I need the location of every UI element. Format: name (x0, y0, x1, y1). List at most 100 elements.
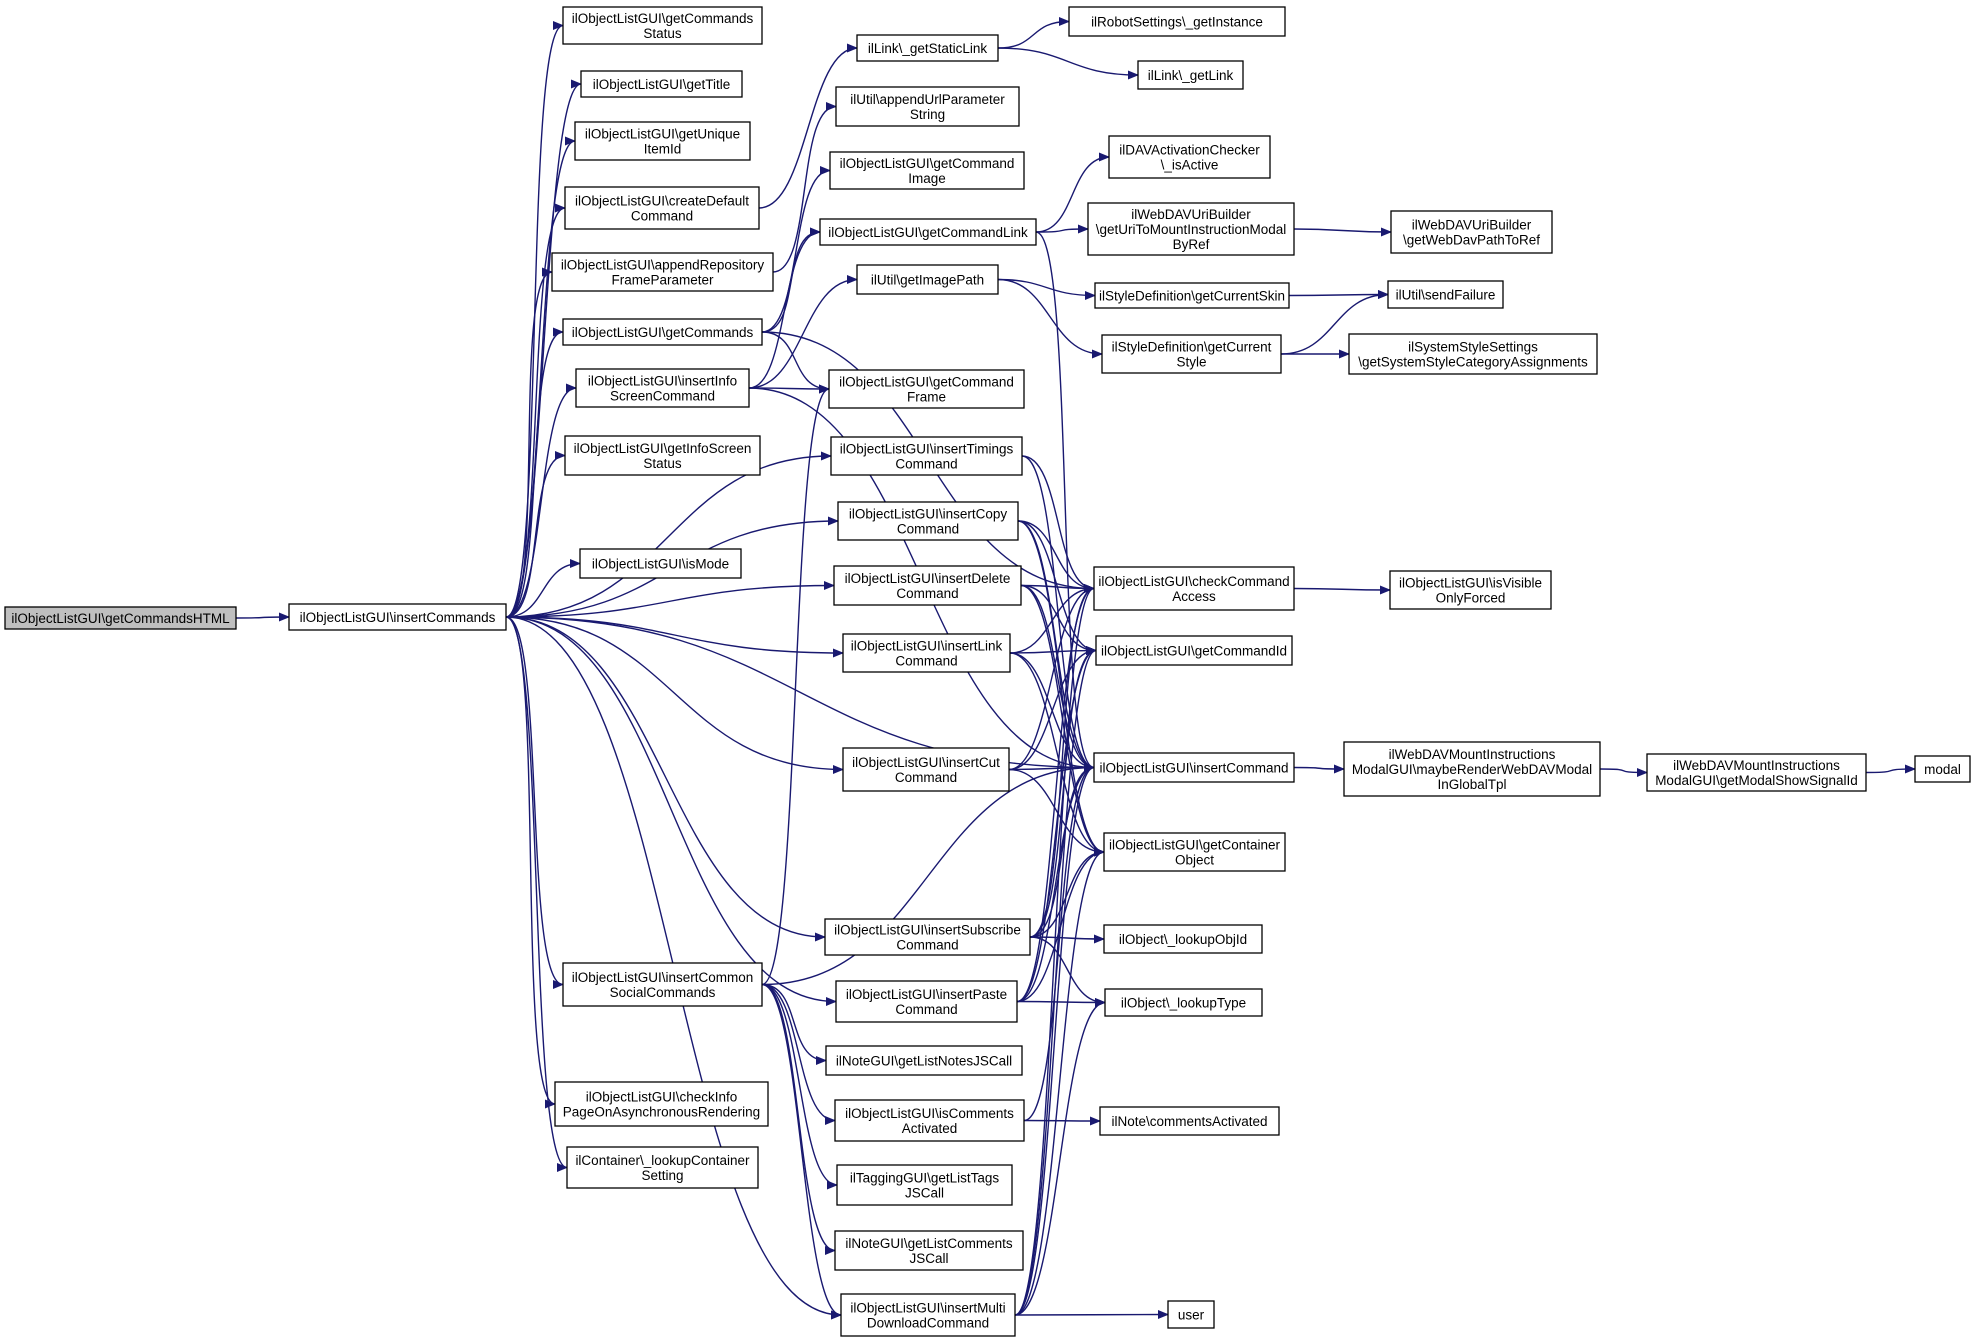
edge-ic-to-cip (505, 616, 557, 1109)
node-box-root (4, 606, 237, 630)
edge-wdub-to-wdpr (1293, 227, 1393, 237)
node-loi[interactable]: ilObject\_lookupObjId (1103, 924, 1263, 954)
node-lgl[interactable]: ilLink\_getLink (1137, 60, 1244, 90)
node-label-gcf-1: Frame (907, 390, 946, 405)
edge-gcl-to-icmd (1035, 231, 1096, 772)
node-icmd[interactable]: ilObjectListGUI\insertCommand (1093, 752, 1295, 783)
node-label-vof-1: OnlyForced (1436, 591, 1506, 606)
node-wdpr[interactable]: ilWebDAVUriBuilder\getWebDavPathToRef (1390, 210, 1553, 254)
edge-imd-to-gco (1014, 847, 1106, 1316)
node-arfp[interactable]: ilObjectListGUI\appendRepositoryFramePar… (551, 252, 774, 292)
edge-ipc-to-gcid (1016, 646, 1098, 1003)
node-label-sdcst-0: ilStyleDefinition\getCurrent (1112, 340, 1272, 355)
node-dav[interactable]: ilDAVActivationChecker\_isActive (1108, 135, 1271, 179)
node-imd[interactable]: ilObjectListGUI\insertMultiDownloadComma… (840, 1293, 1016, 1337)
node-label-wdpr-0: ilWebDAVUriBuilder (1412, 218, 1532, 233)
node-label-icsc-0: ilObjectListGUI\insertCommon (572, 970, 754, 985)
node-box-gc (562, 318, 763, 346)
node-nca[interactable]: ilNote\commentsActivated (1099, 1106, 1280, 1136)
node-label-ipc-0: ilObjectListGUI\insertPaste (846, 987, 1007, 1002)
node-root[interactable]: ilObjectListGUI\getCommandsHTML (4, 606, 237, 630)
node-label-cdc-0: ilObjectListGUI\createDefault (575, 194, 749, 209)
edge-wms-to-modal (1865, 764, 1917, 774)
node-label-wdub-1: \getUriToMountInstructionModal (1096, 222, 1287, 237)
node-label-gcid-0: ilObjectListGUI\getCommandId (1101, 644, 1287, 659)
node-lt[interactable]: ilObject\_lookupType (1104, 988, 1263, 1017)
node-sdcs[interactable]: ilStyleDefinition\getCurrentSkin (1094, 282, 1290, 309)
node-modal[interactable]: modal (1914, 755, 1971, 783)
edge-ic-to-gt (505, 79, 583, 618)
edge-arfp-to-uaup (772, 102, 838, 273)
node-box-sdcst (1101, 334, 1282, 374)
node-label-gco-1: Object (1175, 853, 1214, 868)
edge-ic-to-isc (505, 616, 827, 942)
node-ic[interactable]: ilObjectListGUI\insertCommands (288, 603, 507, 631)
node-gcid[interactable]: ilObjectListGUI\getCommandId (1095, 635, 1293, 666)
node-box-wms (1646, 753, 1867, 792)
node-user[interactable]: user (1167, 1300, 1215, 1329)
node-box-usf (1387, 280, 1504, 309)
node-label-icc-0: ilObjectListGUI\insertCopy (849, 507, 1008, 522)
node-box-wdpr (1390, 210, 1553, 254)
edge-icut-to-gco (1008, 768, 1106, 857)
node-label-ugip-0: ilUtil\getImagePath (871, 273, 984, 288)
node-wms[interactable]: ilWebDAVMountInstructionsModalGUI\getMod… (1646, 753, 1867, 792)
node-box-cip (554, 1081, 769, 1127)
node-gcl[interactable]: ilObjectListGUI\getCommandLink (819, 218, 1037, 246)
node-label-isc-0: ilObjectListGUI\insertSubscribe (834, 923, 1021, 938)
node-label-idc-0: ilObjectListGUI\insertDelete (845, 571, 1011, 586)
node-gc[interactable]: ilObjectListGUI\getCommands (562, 318, 763, 346)
node-label-gcf-0: ilObjectListGUI\getCommand (839, 375, 1014, 390)
node-label-sss-0: ilSystemStyleSettings (1408, 340, 1538, 355)
edge-root-to-ic (235, 612, 291, 622)
node-label-gci-1: Image (908, 171, 946, 186)
node-label-lt-0: ilObject\_lookupType (1121, 996, 1246, 1011)
edge-ic-to-ipc (505, 616, 838, 1006)
node-wdub[interactable]: ilWebDAVUriBuilder\getUriToMountInstruct… (1087, 202, 1295, 256)
node-sss[interactable]: ilSystemStyleSettings\getSystemStyleCate… (1348, 333, 1598, 375)
node-icsc[interactable]: ilObjectListGUI\insertCommonSocialComman… (562, 962, 763, 1007)
node-nlj[interactable]: ilNoteGUI\getListNotesJSCall (825, 1045, 1023, 1076)
node-label-cca-1: Access (1172, 589, 1216, 604)
node-label-wms-1: ModalGUI\getModalShowSignalId (1655, 773, 1858, 788)
edge-idc-to-cca (1020, 584, 1096, 593)
edge-lsl-to-lgl (997, 47, 1140, 80)
node-label-arfp-1: FrameParameter (611, 273, 714, 288)
node-gt[interactable]: ilObjectListGUI\getTitle (580, 70, 743, 98)
node-lsl[interactable]: ilLink\_getStaticLink (856, 34, 999, 62)
node-usf[interactable]: ilUtil\sendFailure (1387, 280, 1504, 309)
node-rsgi[interactable]: ilRobotSettings\_getInstance (1068, 6, 1286, 37)
node-im[interactable]: ilObjectListGUI\isMode (579, 548, 742, 579)
node-ugip[interactable]: ilUtil\getImagePath (856, 264, 999, 295)
node-wmr[interactable]: ilWebDAVMountInstructionsModalGUI\maybeR… (1343, 741, 1601, 797)
node-label-vof-0: ilObjectListGUI\isVisible (1399, 576, 1542, 591)
node-label-wmr-0: ilWebDAVMountInstructions (1389, 747, 1556, 762)
node-label-loi-0: ilObject\_lookupObjId (1119, 932, 1247, 947)
node-cip[interactable]: ilObjectListGUI\checkInfoPageOnAsynchron… (554, 1081, 769, 1127)
node-label-rsgi-0: ilRobotSettings\_getInstance (1091, 15, 1263, 30)
